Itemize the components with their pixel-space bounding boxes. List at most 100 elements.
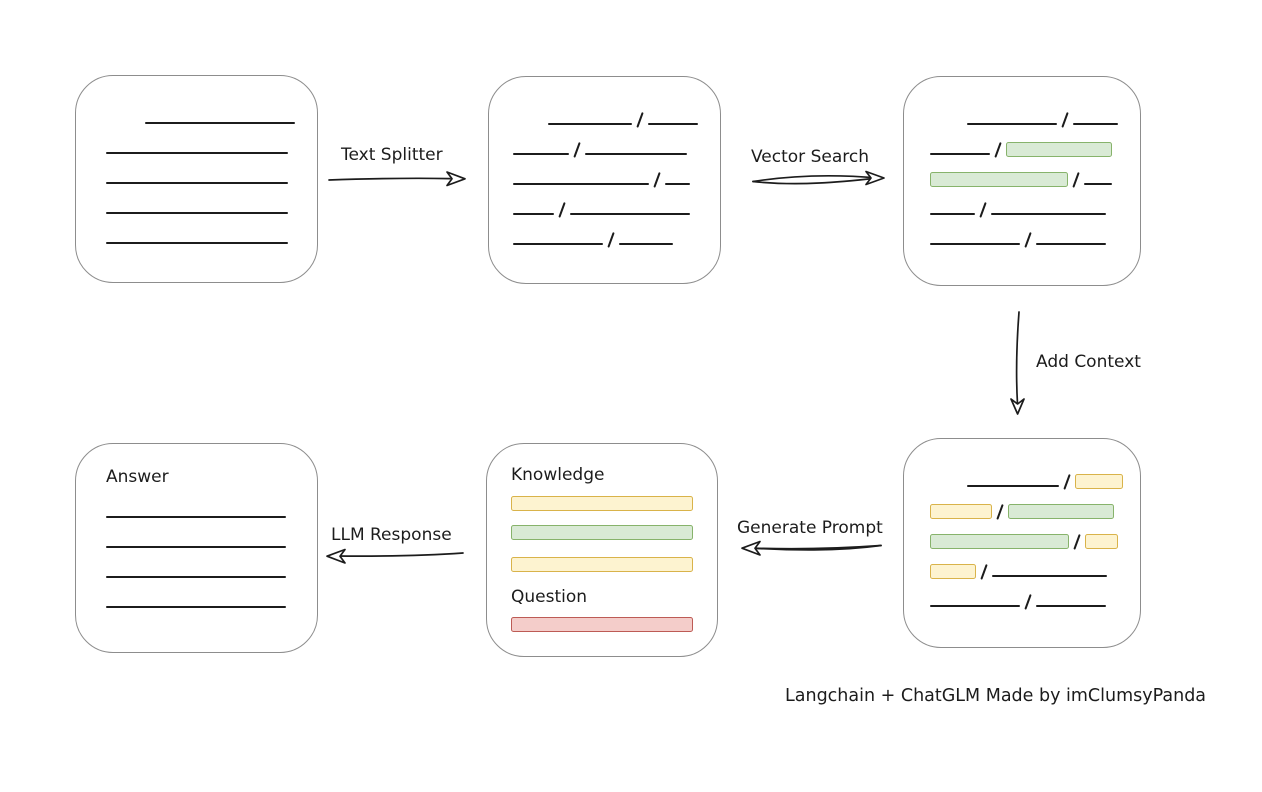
knowledge-bars [511, 496, 693, 572]
document-lines [106, 98, 317, 248]
knowledge-label: Knowledge [511, 465, 605, 485]
generate-prompt-arrow-2 [748, 544, 882, 551]
chunk-row [930, 159, 1140, 189]
text-line [106, 606, 286, 608]
text-line [648, 123, 699, 125]
slash-separator [653, 172, 662, 188]
add-context-arrowhead [1010, 398, 1025, 415]
chunk-row [930, 491, 1140, 521]
red-bar [511, 617, 693, 632]
llm-response-arrowhead [326, 548, 346, 564]
green-highlight-chip [1006, 142, 1113, 157]
chunk-row [930, 581, 1140, 611]
answer-node: Answer [75, 443, 318, 653]
llm-response-arrow [335, 552, 464, 557]
matched-chunks-lines [930, 99, 1140, 249]
chunk-row [106, 552, 317, 582]
slash-separator [636, 112, 645, 128]
text-splitter-arrow [328, 177, 451, 181]
slash-separator [607, 232, 616, 248]
text-line [967, 123, 1057, 125]
generate-prompt-arrowhead [741, 540, 761, 556]
chunk-row [513, 129, 720, 159]
text-line [513, 213, 554, 215]
text-line [1073, 123, 1119, 125]
answer-lines [106, 492, 317, 612]
chunk-row [930, 99, 1140, 129]
green-bar [511, 525, 693, 540]
text-line [1084, 183, 1113, 185]
split-chunks-lines [513, 99, 720, 249]
chunk-row [513, 159, 720, 189]
green-highlight-chip [930, 534, 1069, 549]
text-line [513, 243, 603, 245]
slash-separator [994, 142, 1003, 158]
chunk-row [106, 158, 317, 188]
slash-separator [573, 142, 582, 158]
vector-search-arrow [752, 175, 879, 183]
slash-separator [1061, 112, 1070, 128]
indent-spacer [106, 127, 138, 128]
text-line [1036, 605, 1107, 607]
chunk-row [106, 492, 317, 522]
text-line [106, 242, 288, 244]
slash-separator [1063, 474, 1072, 490]
split-chunks-node [488, 76, 721, 284]
context-chunks-node [903, 438, 1141, 648]
text-line [570, 213, 691, 215]
indent-spacer [930, 490, 960, 491]
text-line [106, 546, 286, 548]
text-line [967, 485, 1059, 487]
text-line [513, 183, 649, 185]
add-context-label: Add Context [1036, 352, 1141, 372]
chunk-row [930, 129, 1140, 159]
slash-separator [1024, 232, 1033, 248]
attribution-caption: Langchain + ChatGLM Made by imClumsyPand… [785, 686, 1207, 706]
vector-search-arrowhead [865, 170, 885, 186]
text-line [106, 576, 286, 578]
text-line [991, 213, 1107, 215]
text-line [106, 212, 288, 214]
slash-separator [979, 202, 988, 218]
text-splitter-arrowhead [446, 171, 466, 187]
slash-separator [558, 202, 567, 218]
yellow-bar [511, 557, 693, 572]
chunk-row [106, 188, 317, 218]
question-bars [511, 617, 693, 632]
matched-chunks-node [903, 76, 1141, 286]
chunk-row [513, 219, 720, 249]
document-node [75, 75, 318, 283]
indent-spacer [930, 128, 960, 129]
chunk-row [513, 189, 720, 219]
chunk-row [513, 99, 720, 129]
text-line [513, 153, 569, 155]
text-line [930, 213, 975, 215]
yellow-bar [511, 496, 693, 511]
slash-separator [996, 504, 1005, 520]
indent-spacer [513, 128, 541, 129]
yellow-highlight-chip [930, 504, 992, 519]
prompt-node: Knowledge Question [486, 443, 718, 657]
text-line [106, 182, 288, 184]
generate-prompt-label: Generate Prompt [737, 518, 883, 538]
llm-response-label: LLM Response [331, 525, 452, 545]
green-highlight-chip [1008, 504, 1115, 519]
vector-search-arrow-2 [752, 177, 879, 185]
chunk-row [106, 582, 317, 612]
context-chunks-lines [930, 461, 1140, 611]
slash-separator [1073, 534, 1082, 550]
slash-separator [1024, 594, 1033, 610]
chunk-row [930, 189, 1140, 219]
text-line [992, 575, 1108, 577]
answer-label: Answer [106, 467, 169, 487]
text-line [106, 152, 288, 154]
chunk-row [106, 218, 317, 248]
yellow-highlight-chip [1075, 474, 1124, 489]
chunk-row [930, 521, 1140, 551]
text-line [145, 122, 295, 124]
text-line [1036, 243, 1107, 245]
text-line [106, 516, 286, 518]
text-line [930, 243, 1020, 245]
chunk-row [106, 98, 317, 128]
